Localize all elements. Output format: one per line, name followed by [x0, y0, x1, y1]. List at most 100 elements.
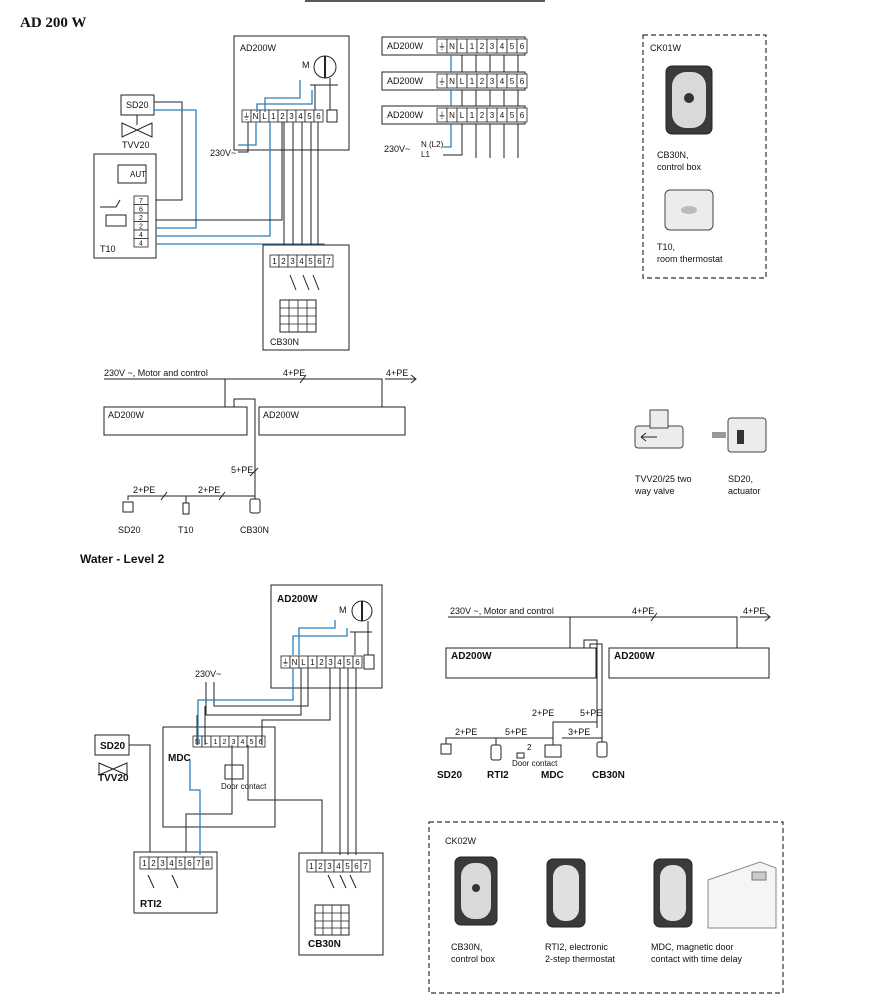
- block2-link-cb30n: 3+PE: [568, 727, 590, 737]
- ck01w-panel: CK01W CB30N, control box T10, room therm…: [642, 34, 767, 279]
- wire-blue-sd20: [154, 109, 197, 229]
- strip3-terminal-number: N: [449, 111, 455, 120]
- block2-unit-right-label: AD200W: [614, 651, 655, 662]
- cb30n-label: CB30N: [270, 337, 299, 347]
- l2-blue-mdc: [197, 668, 294, 745]
- cb30n-terminal-number: 3: [290, 257, 295, 266]
- cb30n-knob-icon: [684, 93, 694, 103]
- l2-switch-block: [363, 654, 375, 670]
- block-1-diagram: 230V ~, Motor and control 4+PE 4+PE AD20…: [103, 368, 417, 535]
- l2-sd20-label: SD20: [100, 741, 125, 752]
- block2-link-door: 2: [527, 743, 532, 752]
- block1-bus-mid: 4+PE: [283, 368, 305, 378]
- sd20-actuator-window: [737, 430, 744, 444]
- block1-bus-label: 230V ~, Motor and control: [104, 368, 208, 378]
- block2-door-icon: [516, 752, 525, 759]
- l2-cb30n-terminal-number: 1: [309, 862, 314, 871]
- strip2-terminal-number: 5: [510, 77, 515, 86]
- block1-drop-tick: [249, 467, 259, 477]
- block1-bus-right: 4+PE: [386, 368, 408, 378]
- strip3-terminal-number: 6: [520, 111, 525, 120]
- ck02w-item2-name: RTI2, electronic: [545, 942, 608, 952]
- mdc-terminal-number: 2: [223, 739, 227, 746]
- l2-door-contact: Door contact: [221, 782, 267, 791]
- strip-3-label: AD200W: [387, 110, 424, 120]
- l2-blue-internal-2: [292, 628, 348, 655]
- block1-links: [127, 495, 255, 500]
- l2-terminal-number: ⏚: [282, 658, 290, 667]
- l2-cb30n-terminal-number: 6: [354, 862, 359, 871]
- rti2-terminal-number: 4: [169, 859, 174, 868]
- strip-1-label: AD200W: [387, 41, 424, 51]
- l2-cb30n-terminal-number: 4: [336, 862, 341, 871]
- l2-motor-symbol: M: [339, 605, 347, 615]
- mdc-terminal-number: 5: [250, 739, 254, 746]
- strip2-terminal-number: N: [449, 77, 455, 86]
- main-terminal-number: ⏚: [243, 112, 251, 121]
- block2-tick-mid: [650, 612, 658, 622]
- l2-terminal-number: N: [292, 658, 298, 667]
- l2-switches: [350, 621, 372, 655]
- rti2-terminal-number: 6: [187, 859, 192, 868]
- strip-out-wires: [475, 124, 519, 158]
- l2-terminal-number: 4: [337, 658, 342, 667]
- sd20-actuator-image: [727, 417, 767, 453]
- strip1-terminal-number: 3: [490, 42, 495, 51]
- block2-mdc-icon: [544, 744, 562, 758]
- block2-unit-left: [445, 647, 597, 679]
- block2-cb30n-icon: [596, 741, 608, 758]
- t10-aut-block: [117, 164, 147, 184]
- rti2-terminal-number: 2: [151, 859, 156, 868]
- strip3-terminal-number: 2: [480, 111, 485, 120]
- strip1-terminal-number: 2: [480, 42, 485, 51]
- tvv20-label: TVV20: [122, 140, 150, 150]
- main-terminal-number: 1: [271, 112, 276, 121]
- t10-terminal-number: 4: [139, 240, 143, 247]
- motor-symbol: M: [302, 60, 310, 70]
- l2-terminal-number: 2: [319, 658, 324, 667]
- t10-aut: AUT: [130, 170, 146, 179]
- block1-link2-tick: [218, 491, 226, 501]
- blue-internal-2: [256, 90, 313, 112]
- l2-mdc-cb-a: [247, 745, 323, 855]
- t10-terminal-number: 2: [139, 215, 143, 222]
- block2-unit-left-label: AD200W: [451, 651, 492, 662]
- l2-cb30n-switches: [327, 874, 357, 889]
- l2-terminal-number: 3: [328, 658, 333, 667]
- wire-sd20-t10: [154, 101, 183, 201]
- l2-supply-wire-2: [213, 668, 309, 707]
- ck02w-door-sensor-icon: [751, 871, 767, 881]
- block1-unit-left: [103, 406, 248, 436]
- ck02w-cb30n-knob-icon: [472, 884, 480, 892]
- block2-bus-right-arrow: [740, 612, 771, 622]
- strip1-terminal-number: L: [460, 42, 465, 51]
- t10-terminal-number: 6: [139, 206, 143, 213]
- ck02w-item1-desc: control box: [451, 954, 496, 964]
- mdc-terminal-number: 1: [214, 739, 218, 746]
- l2-cb30n-keypad-grid: [315, 905, 349, 935]
- t10-terminal-number: 4: [139, 232, 143, 239]
- rti2-terminal-number: 5: [178, 859, 183, 868]
- t10-heater-block: [105, 214, 127, 227]
- cb30n-terminal-number: 4: [299, 257, 304, 266]
- l2-terminal-number: 6: [355, 658, 360, 667]
- block2-door-contact: Door contact: [512, 759, 558, 768]
- block2-rti2: RTI2: [487, 770, 509, 781]
- block1-t10-icon: [182, 502, 190, 515]
- block1-sd20: SD20: [118, 525, 141, 535]
- strip1-terminal-number: 1: [470, 42, 475, 51]
- l2-terminal-cell: [352, 655, 363, 669]
- l2-cb30n-terminal-number: 5: [345, 862, 350, 871]
- l2-supply: 230V~: [195, 669, 221, 679]
- sd-line2: actuator: [728, 486, 761, 496]
- strip3-terminal-number: 5: [510, 111, 515, 120]
- ck01w-frame: [642, 34, 767, 279]
- l2-rti2-label: RTI2: [140, 899, 162, 910]
- block2-bus-mid: [570, 616, 738, 648]
- switch-block: [326, 109, 338, 123]
- ck01w-item1-desc: control box: [657, 162, 702, 172]
